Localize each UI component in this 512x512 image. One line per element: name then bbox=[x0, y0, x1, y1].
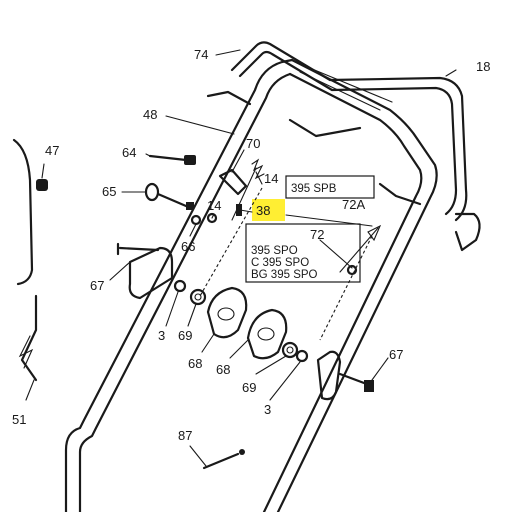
part-70-lever bbox=[218, 168, 248, 196]
callout-14-upper: 14 bbox=[264, 171, 278, 186]
part-51-cable bbox=[20, 294, 38, 382]
callout-38: 38 bbox=[256, 203, 270, 218]
callout-68-right: 68 bbox=[216, 362, 230, 377]
callout-66: 66 bbox=[181, 239, 195, 254]
model-box-bottom bbox=[245, 223, 361, 283]
callout-67-left: 67 bbox=[90, 278, 104, 293]
part-67-bolt-right bbox=[338, 372, 374, 392]
part-38-fitting bbox=[236, 204, 242, 216]
callout-70: 70 bbox=[246, 136, 260, 151]
model-box-bottom-line1: 395 SPO bbox=[251, 245, 298, 257]
part-14-spring bbox=[251, 158, 265, 180]
model-box-bottom-line3: BG 395 SPO bbox=[251, 269, 318, 281]
callout-67-right: 67 bbox=[389, 347, 403, 362]
part-67-bolt-left bbox=[116, 242, 160, 256]
part-69-washer-left bbox=[189, 288, 207, 306]
part-3-nut-right bbox=[295, 349, 309, 363]
callout-68-left: 68 bbox=[188, 356, 202, 371]
callout-65: 65 bbox=[102, 184, 116, 199]
callout-3-left: 3 bbox=[158, 328, 165, 343]
part-68-knob-left bbox=[206, 286, 248, 339]
model-box-top bbox=[285, 175, 375, 199]
part-66-washer bbox=[190, 214, 202, 226]
handle-frame bbox=[64, 58, 438, 512]
part-69-washer-right bbox=[281, 341, 299, 359]
part-47-knob bbox=[36, 179, 48, 191]
part-38-highlight bbox=[252, 199, 285, 221]
callout-18: 18 bbox=[476, 59, 490, 74]
part-68-knob-right bbox=[246, 308, 288, 360]
bail-handle bbox=[206, 41, 481, 252]
callout-51: 51 bbox=[12, 412, 26, 427]
callout-69-right: 69 bbox=[242, 380, 256, 395]
callout-labels: 74 18 48 47 64 70 14 65 38 14 72A 66 72 … bbox=[12, 47, 490, 443]
leader-lines bbox=[25, 49, 457, 467]
part-64-bolt bbox=[148, 154, 196, 165]
lower-handle-bars bbox=[128, 246, 342, 401]
callout-87: 87 bbox=[178, 428, 192, 443]
part-87-bolt bbox=[202, 449, 245, 470]
callout-72a: 72A bbox=[342, 197, 365, 212]
model-box-top-line1: 395 SPB bbox=[291, 183, 337, 195]
part-72-clip bbox=[346, 264, 358, 276]
callout-69-left: 69 bbox=[178, 328, 192, 343]
callout-48: 48 bbox=[143, 107, 157, 122]
callout-72: 72 bbox=[310, 227, 324, 242]
callout-64: 64 bbox=[122, 145, 136, 160]
part-65-bolt bbox=[144, 182, 194, 210]
callout-74: 74 bbox=[194, 47, 208, 62]
model-box-bottom-line2: C 395 SPO bbox=[251, 257, 309, 269]
part-72a-cable-end bbox=[367, 224, 382, 242]
side-panel bbox=[12, 138, 34, 286]
callout-47: 47 bbox=[45, 143, 59, 158]
callout-3-right: 3 bbox=[264, 402, 271, 417]
part-14-washer bbox=[206, 212, 218, 224]
callout-14-lower: 14 bbox=[207, 198, 221, 213]
part-3-nut-left bbox=[173, 279, 187, 293]
